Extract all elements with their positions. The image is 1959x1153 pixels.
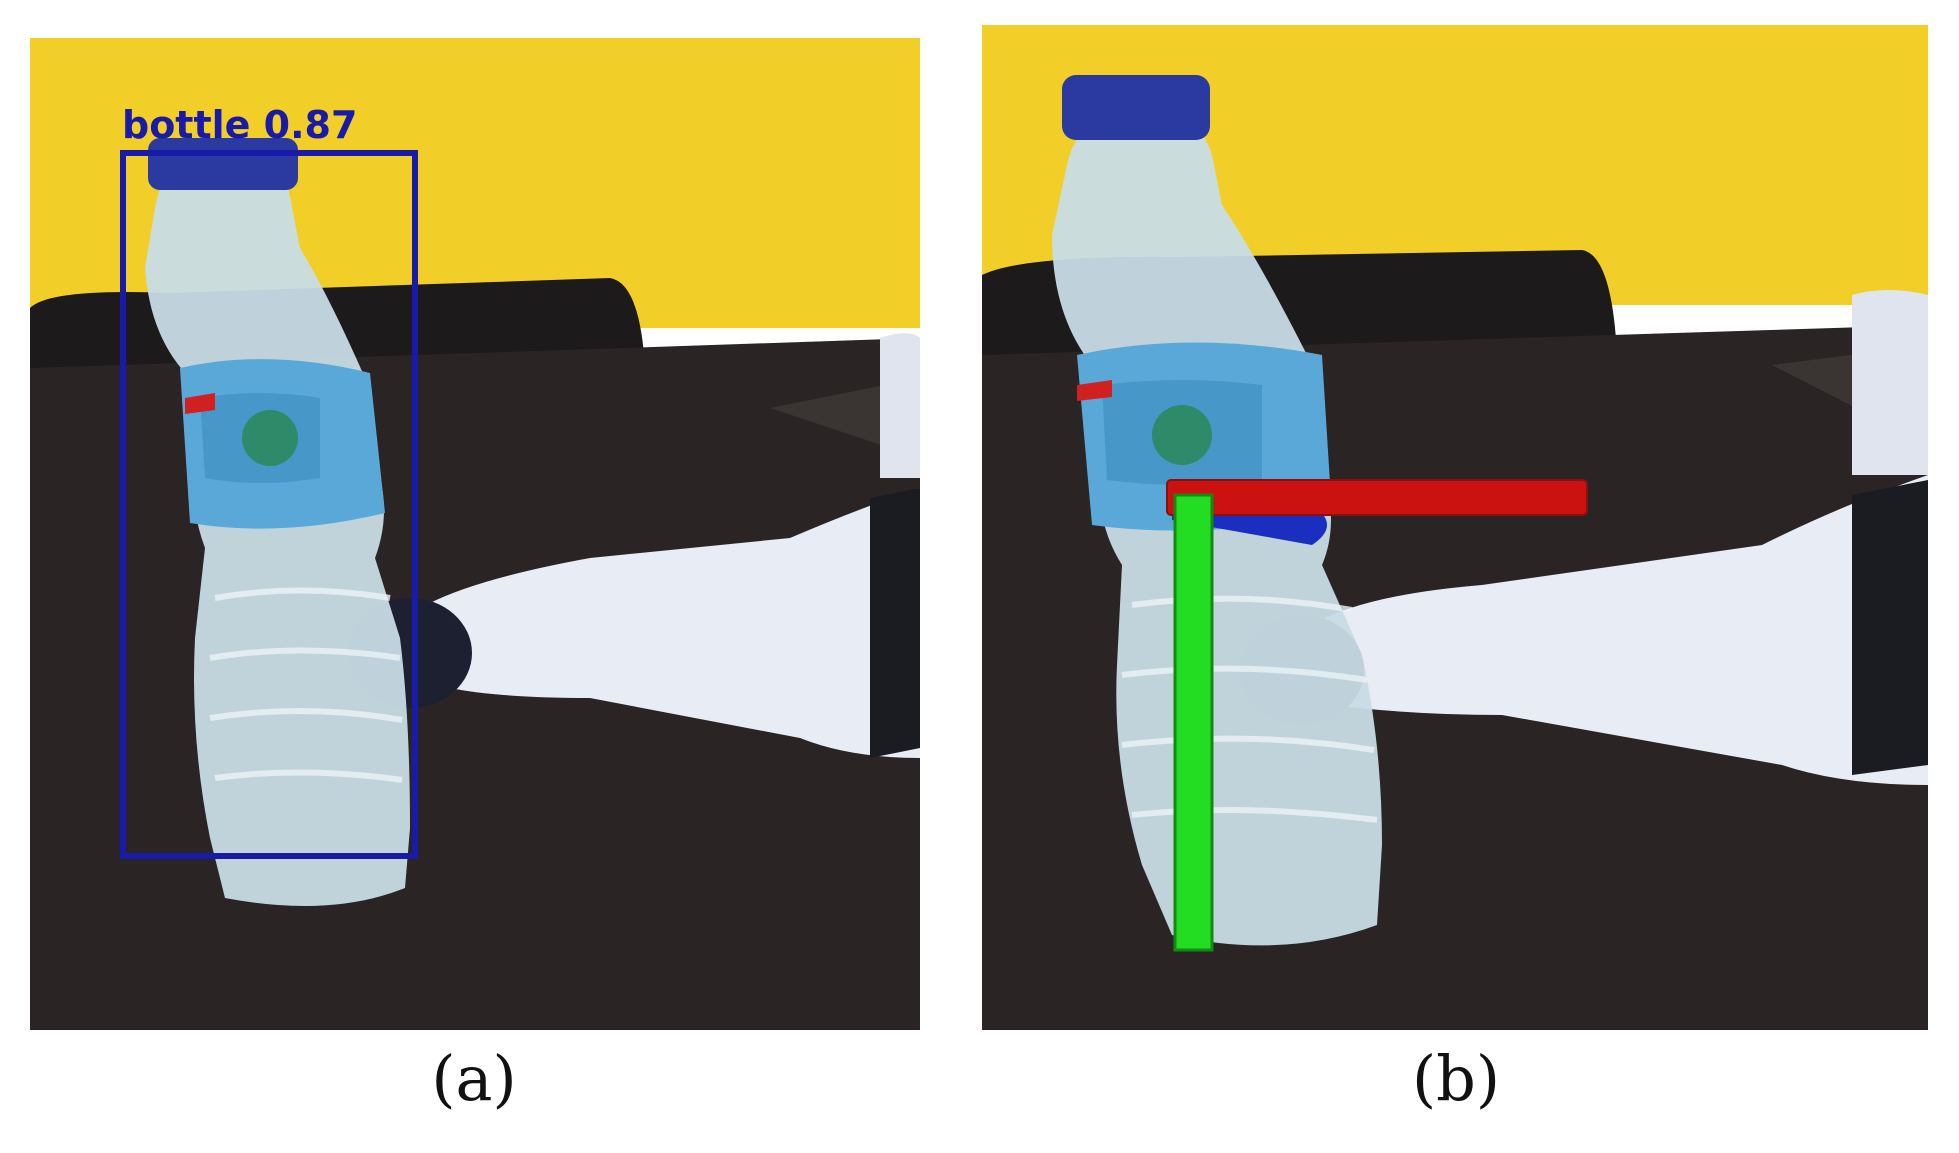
- detection-bounding-box: [120, 150, 418, 859]
- panel-b-image: [982, 25, 1928, 1030]
- robot-arm: [1312, 475, 1928, 785]
- pose-axis-y: [1173, 493, 1214, 952]
- caption-b: (b): [1411, 1042, 1501, 1115]
- pose-axis-x: [1166, 479, 1588, 516]
- scene-a: bottle 0.87: [30, 38, 920, 1030]
- water-bottle: [145, 138, 410, 906]
- caption-a: (a): [431, 1042, 517, 1115]
- bottle-cap: [1062, 75, 1210, 140]
- robot-arm: [430, 488, 920, 758]
- detection-label: bottle 0.87: [122, 103, 357, 147]
- panel-a-image: bottle 0.87: [30, 38, 920, 1030]
- scene-b: [982, 25, 1928, 1030]
- water-bottle: [1052, 75, 1382, 946]
